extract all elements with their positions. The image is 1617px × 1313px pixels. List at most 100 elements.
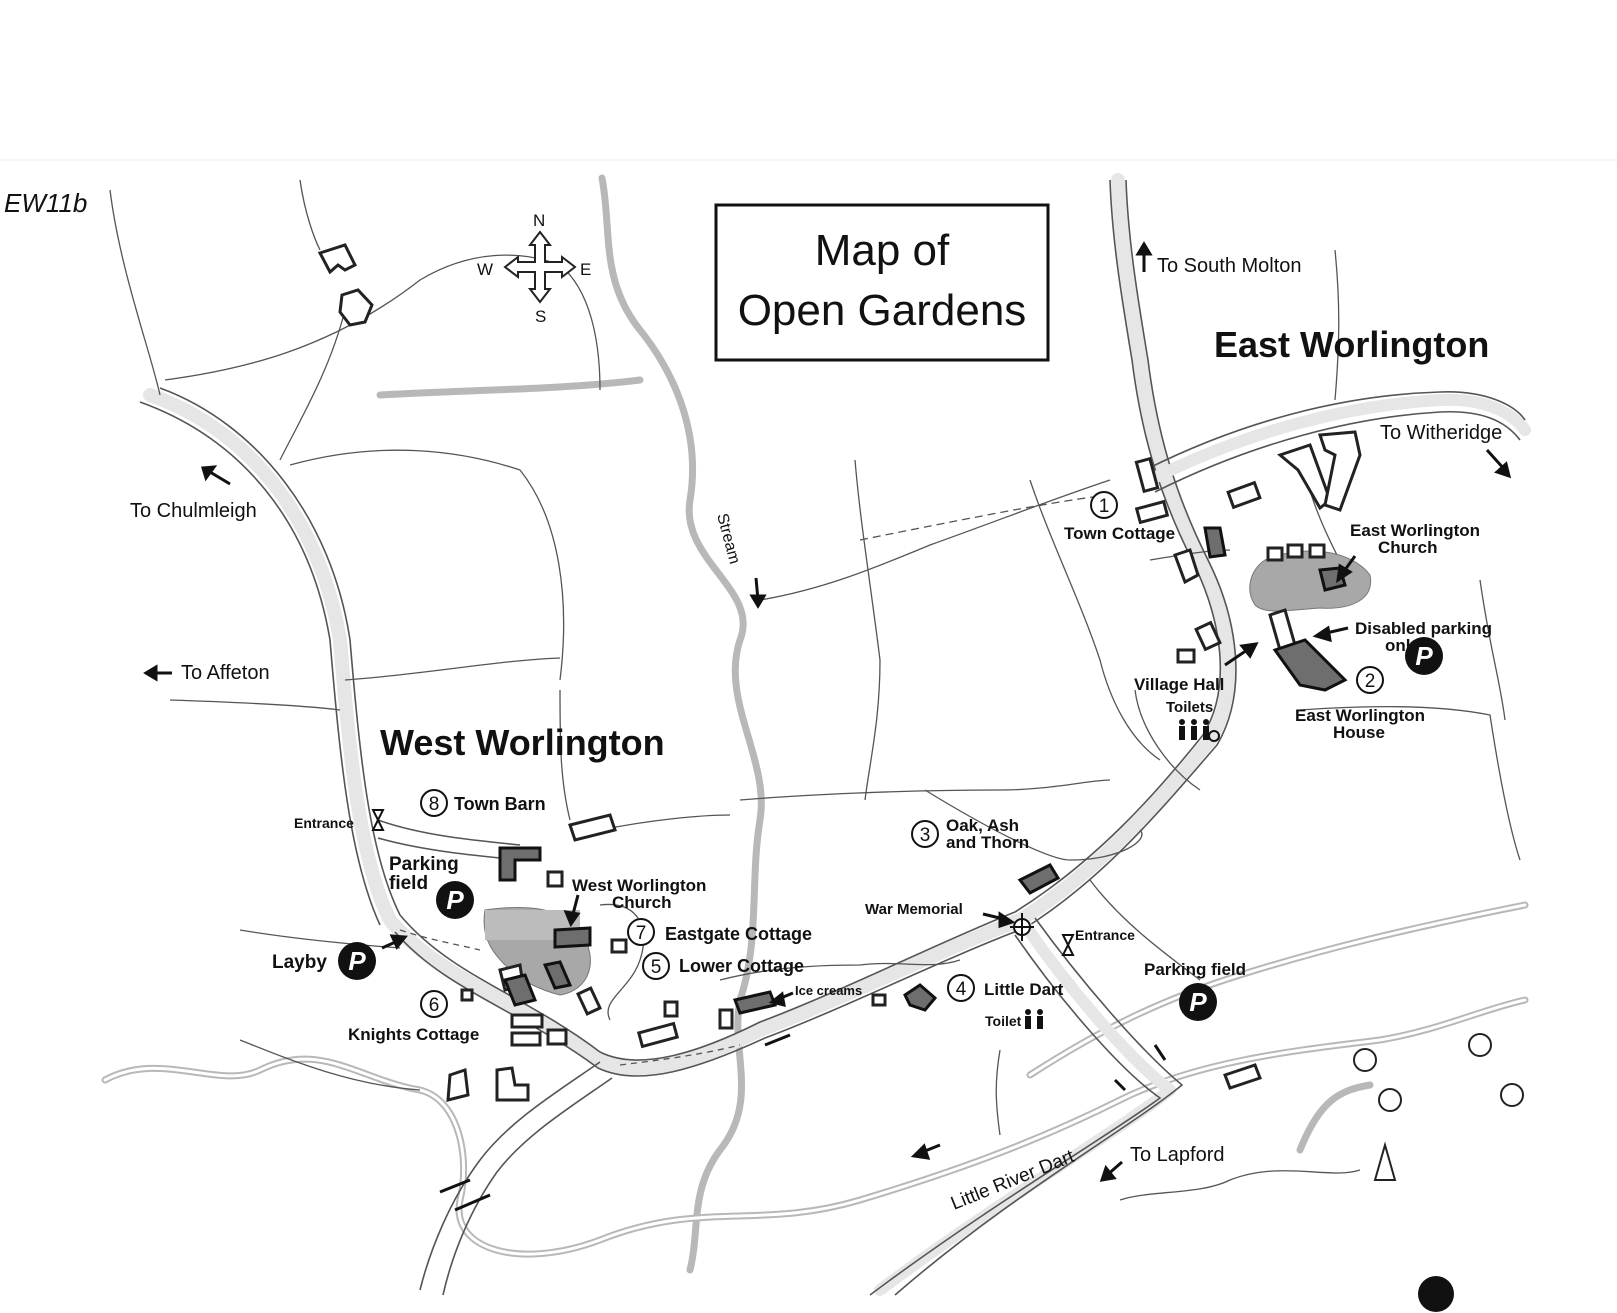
- garden-6-name: Knights Cottage: [348, 1025, 479, 1044]
- down-right-arrow-icon: [1485, 448, 1512, 479]
- entrance-west-icon: [371, 809, 385, 831]
- stream-label: Stream: [713, 512, 743, 566]
- trees: [1353, 1033, 1524, 1181]
- layby-label: Layby: [272, 952, 327, 973]
- compass-icon: [503, 230, 577, 304]
- parking-field-west-symbol: P: [436, 881, 474, 919]
- garden-5-number: 5: [651, 957, 662, 978]
- to-chulmleigh: To Chulmleigh: [130, 500, 257, 522]
- ew-house-label-2: House: [1333, 723, 1385, 742]
- up-left-arrow-icon: [201, 465, 231, 486]
- garden-5-name: Lower Cottage: [679, 956, 804, 976]
- oak-label-2: and Thorn: [946, 833, 1029, 852]
- entrance-east-label: Entrance: [1075, 927, 1135, 943]
- conifer-icon: [1373, 1141, 1397, 1181]
- ww-church-label-2: Church: [612, 893, 672, 912]
- knights-cottage-building: [502, 973, 538, 1007]
- entrance-west-label: Entrance: [294, 815, 354, 831]
- west-worlington-label: West Worlington: [380, 722, 665, 763]
- church-pointer-arrow-icon: [1336, 555, 1357, 584]
- entrance-east-icon: [1061, 934, 1075, 956]
- garden-2-marker: 2: [1356, 666, 1384, 694]
- left-arrow-icon: [143, 664, 172, 682]
- garden-6-number: 6: [429, 995, 440, 1016]
- parking-field-east-symbol: P: [1179, 983, 1217, 1021]
- garden-buildings: [498, 526, 1348, 1015]
- compass-s: S: [535, 307, 546, 326]
- layby-pointer-arrow-icon: [381, 934, 408, 950]
- toilets-label: Toilets: [1166, 699, 1213, 716]
- garden-4-marker: 4 Little Dart: [947, 974, 1064, 1002]
- compass-n: N: [533, 211, 545, 230]
- oak-ash-thorn-building: [1017, 863, 1061, 895]
- compass-e: E: [580, 260, 591, 279]
- layby-parking-symbol: P: [338, 942, 376, 980]
- garden-3-number: 3: [920, 825, 931, 846]
- war-memorial-label: War Memorial: [865, 901, 963, 918]
- town-barn-building: [498, 846, 542, 882]
- compass-rose: N S E W: [477, 211, 591, 326]
- garden-4-name: Little Dart: [984, 980, 1064, 999]
- ew-church-label-2: Church: [1378, 538, 1438, 557]
- east-worlington-house-building: [1272, 638, 1348, 692]
- ink-blot: [1418, 1276, 1454, 1312]
- toilet-icon: [1025, 1009, 1043, 1029]
- town-cottage-building: [1203, 526, 1227, 559]
- stream: [598, 174, 765, 1274]
- parking-p-text: P: [348, 946, 366, 976]
- up-arrow-icon: [1135, 241, 1153, 272]
- title-line-1: Map of: [815, 226, 950, 275]
- to-affeton: To Affeton: [181, 662, 270, 684]
- title-line-2: Open Gardens: [738, 286, 1027, 335]
- garden-2-number: 2: [1365, 671, 1376, 692]
- buildings: [317, 243, 1362, 1102]
- direction-labels: To South Molton To Witheridge To Chulmle…: [130, 241, 1512, 1182]
- title-box: Map of Open Gardens: [714, 203, 1050, 362]
- tree-icon: [1378, 1088, 1402, 1112]
- lower-cottage-building: [542, 960, 573, 990]
- war-memorial-icon: [1010, 913, 1034, 941]
- ww-church-pointer-arrow-icon: [563, 894, 581, 928]
- garden-5-marker: 5 Lower Cottage: [642, 952, 804, 980]
- garden-6-marker: 6 Knights Cottage: [348, 990, 479, 1044]
- ice-cream-building: [732, 990, 778, 1015]
- garden-7-number: 7: [636, 923, 647, 944]
- tree-icon: [1500, 1083, 1524, 1107]
- ice-creams-label: Ice creams: [795, 983, 862, 998]
- garden-1-number: 1: [1099, 496, 1110, 517]
- parking-p-text: P: [1189, 987, 1207, 1017]
- garden-7-name: Eastgate Cottage: [665, 924, 812, 944]
- east-worlington-label: East Worlington: [1214, 324, 1489, 365]
- disabled-pointer-arrow-icon: [1312, 625, 1349, 643]
- west-worlington-church-building: [553, 926, 592, 949]
- tree-icon: [1468, 1033, 1492, 1057]
- ice-creams-pointer-arrow-icon: [768, 991, 794, 1008]
- down-left-arrow-icon: [1099, 1160, 1123, 1182]
- parking-field-west-label-2: field: [389, 873, 428, 894]
- tree-icon: [1353, 1048, 1377, 1072]
- river-label: Little River Dart: [948, 1146, 1078, 1215]
- garden-1-marker: 1 Town Cottage: [1064, 491, 1175, 543]
- ew-house-label-1: East Worlington: [1295, 706, 1425, 725]
- little-river-dart: [101, 901, 1529, 1258]
- ww-church-label-1: West Worlington: [572, 876, 706, 895]
- stream-flow-arrow-icon: [749, 577, 767, 609]
- ew-church-label-1: East Worlington: [1350, 521, 1480, 540]
- village-hall-pointer-arrow-icon: [1224, 642, 1259, 667]
- garden-8-name: Town Barn: [454, 794, 546, 814]
- toilets-icon: [1179, 719, 1220, 742]
- compass-w: W: [477, 260, 493, 279]
- parking-p-text: P: [1415, 641, 1433, 671]
- parking-field-west-label-1: Parking: [389, 854, 459, 875]
- garden-7-marker: 7 Eastgate Cottage: [627, 918, 812, 946]
- to-lapford: To Lapford: [1130, 1144, 1225, 1166]
- war-memorial-pointer-arrow-icon: [982, 911, 1016, 929]
- little-dart-building: [903, 983, 938, 1012]
- garden-3-marker: 3: [911, 820, 939, 848]
- disabled-parking-label-1: Disabled parking: [1355, 619, 1492, 638]
- toilet-label: Toilet: [985, 1013, 1022, 1029]
- margin-note: EW11b: [4, 188, 87, 218]
- garden-8-number: 8: [429, 794, 440, 815]
- to-south-molton: To South Molton: [1157, 255, 1302, 277]
